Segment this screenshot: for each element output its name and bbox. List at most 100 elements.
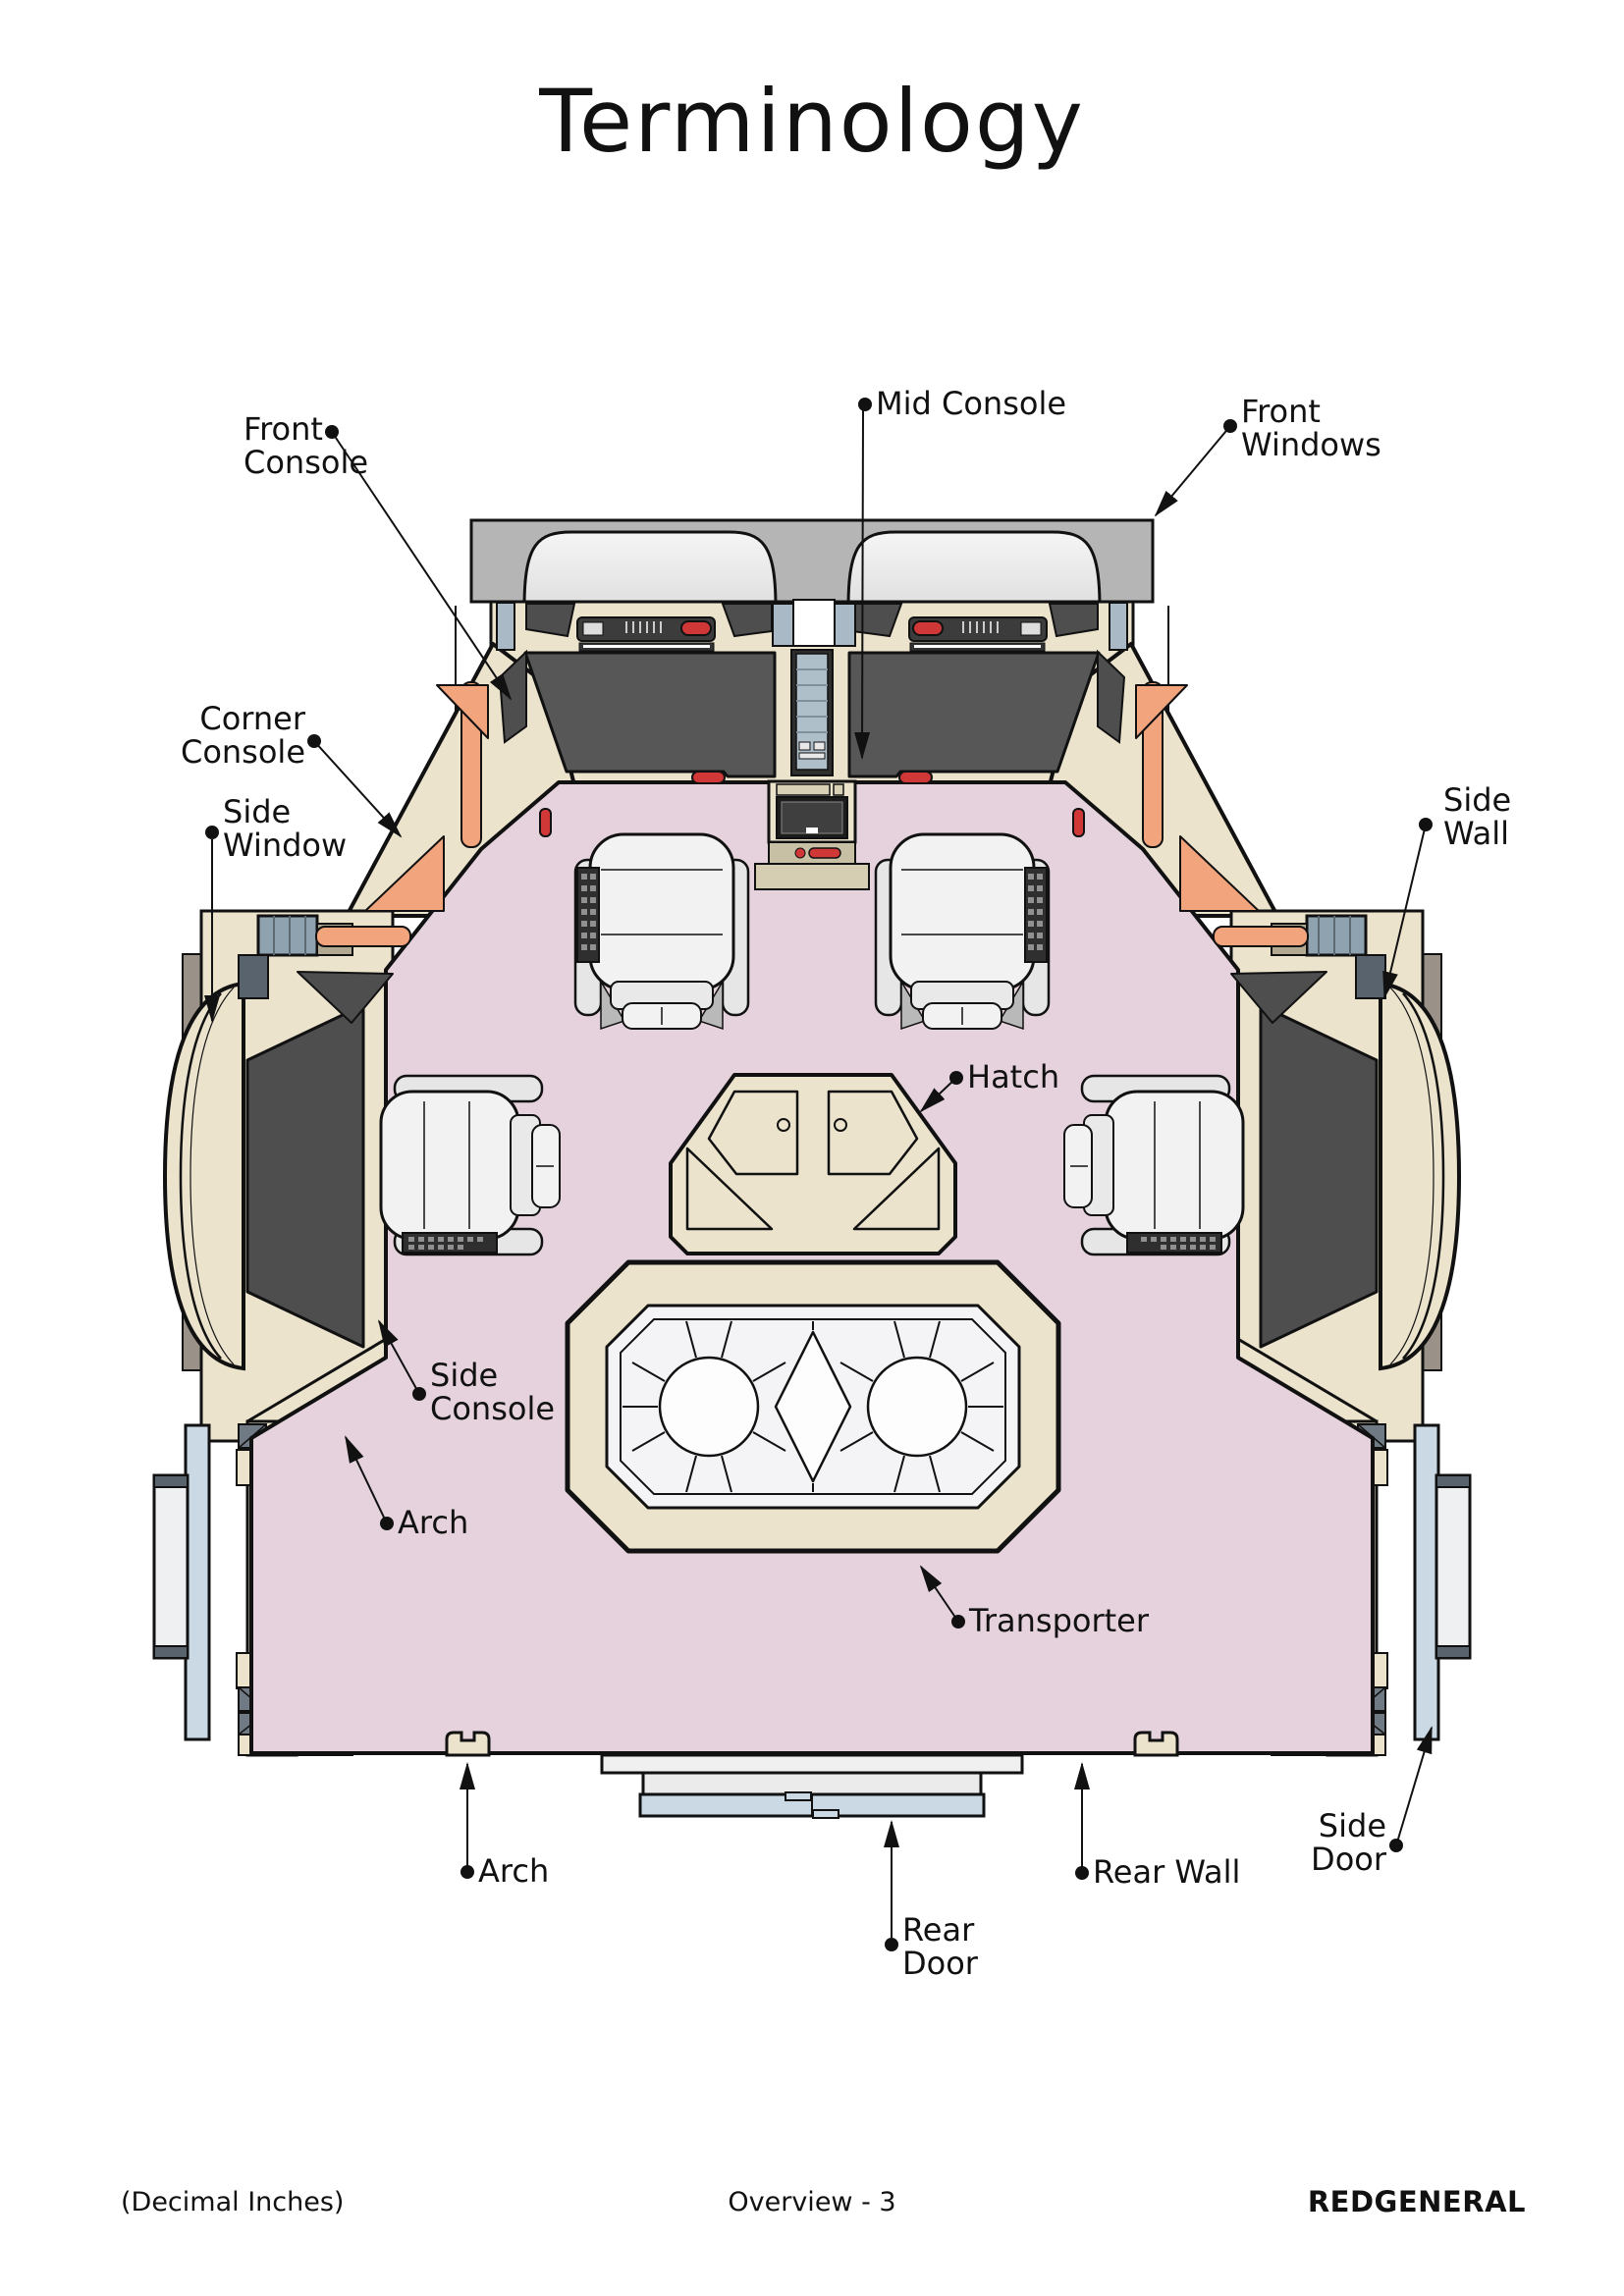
ladder-control bbox=[798, 741, 811, 751]
label-transporter: Transporter bbox=[919, 1565, 1150, 1639]
page-title: Terminology bbox=[539, 71, 1085, 172]
rear-door-tab bbox=[785, 1791, 812, 1801]
svg-text:Door: Door bbox=[1311, 1841, 1387, 1878]
svg-text:Side: Side bbox=[1319, 1807, 1386, 1844]
side-door-slab bbox=[184, 1423, 211, 1741]
furniture-left bbox=[297, 602, 777, 1757]
mid-console bbox=[754, 599, 870, 890]
rear-wall-sill bbox=[600, 1753, 1024, 1775]
svg-text:Door: Door bbox=[902, 1945, 979, 1982]
corner-console-strip-horizontal bbox=[315, 926, 411, 947]
svg-text:Rear: Rear bbox=[902, 1911, 975, 1949]
svg-text:Console: Console bbox=[181, 733, 305, 771]
side-chair bbox=[379, 1074, 561, 1256]
transporter bbox=[565, 1259, 1061, 1554]
leader-line bbox=[919, 1565, 959, 1623]
pad-grid-lines bbox=[623, 1320, 1003, 1493]
leader-line bbox=[345, 1435, 388, 1524]
leader-line bbox=[1382, 824, 1427, 999]
callouts: Front Console Mid Console Front Windows … bbox=[181, 385, 1511, 1982]
mid-console-ladder bbox=[795, 653, 829, 771]
hatch-panel-triangle bbox=[685, 1147, 774, 1231]
hatch bbox=[669, 1073, 957, 1255]
wall-wedge-panel bbox=[297, 971, 394, 1024]
leader-line bbox=[1154, 425, 1231, 517]
leader-line bbox=[919, 1077, 957, 1113]
slab-pilaster bbox=[496, 602, 515, 651]
hatch-panel bbox=[707, 1090, 799, 1176]
red-accent-pill bbox=[808, 847, 841, 859]
control-buttons bbox=[581, 874, 596, 950]
red-accent-pill bbox=[691, 771, 726, 784]
label-mid-console: Mid Console bbox=[854, 385, 1066, 760]
footer-units-note: (Decimal Inches) bbox=[121, 2187, 345, 2217]
svg-text:Transporter: Transporter bbox=[968, 1602, 1150, 1639]
red-accent-pill bbox=[680, 620, 712, 636]
pad-circle-right bbox=[866, 1356, 968, 1458]
pad-circle-left bbox=[658, 1356, 760, 1458]
ladder-control bbox=[798, 752, 826, 760]
svg-text:Front: Front bbox=[244, 410, 323, 448]
side-console-panel bbox=[245, 1003, 365, 1349]
hatch-panel-triangle bbox=[852, 1147, 941, 1231]
label-arch-upper: Arch bbox=[345, 1435, 468, 1541]
label-front-console: Front Console bbox=[244, 410, 513, 701]
mid-pilaster bbox=[772, 603, 794, 647]
ladder-control bbox=[813, 741, 826, 751]
hatch-bolt bbox=[777, 1118, 790, 1132]
ladder-segments bbox=[796, 668, 828, 733]
chair-back bbox=[379, 1090, 520, 1241]
side-window-pod bbox=[162, 981, 245, 1371]
control-key bbox=[582, 621, 604, 636]
svg-text:Side: Side bbox=[223, 793, 291, 830]
label-side-window: Side Window bbox=[204, 793, 347, 1023]
mid-window-gap bbox=[792, 599, 836, 647]
leader-line bbox=[854, 409, 871, 760]
chair-back bbox=[588, 832, 735, 991]
svg-text:Mid Console: Mid Console bbox=[876, 385, 1066, 422]
front-windows bbox=[469, 518, 1155, 620]
svg-text:Arch: Arch bbox=[398, 1504, 468, 1541]
door-pocket-cap-top bbox=[153, 1474, 189, 1488]
console-top-wedge bbox=[525, 603, 576, 638]
svg-text:Wall: Wall bbox=[1443, 815, 1509, 852]
svg-text:Windows: Windows bbox=[1241, 426, 1381, 463]
callout-dot bbox=[205, 826, 219, 839]
pad-inner-border bbox=[620, 1318, 1006, 1495]
rear-door-frame bbox=[641, 1771, 983, 1796]
footer-brand: REDGENERAL bbox=[1307, 2185, 1526, 2218]
red-indicator bbox=[794, 847, 806, 859]
hatch-bolt bbox=[834, 1118, 847, 1132]
footer-page-label: Overview - 3 bbox=[728, 2187, 896, 2217]
svg-text:Console: Console bbox=[430, 1390, 555, 1427]
arch-pilaster bbox=[256, 914, 319, 957]
corner-console-triangle bbox=[364, 835, 445, 912]
control-buttons bbox=[408, 1237, 483, 1250]
svg-text:Window: Window bbox=[223, 827, 347, 864]
rear-arch-bracket bbox=[445, 1731, 491, 1757]
svg-text:Corner: Corner bbox=[199, 700, 305, 737]
svg-text:Hatch: Hatch bbox=[967, 1058, 1059, 1095]
svg-text:Side: Side bbox=[1443, 781, 1511, 819]
label-arch-lower: Arch bbox=[460, 1762, 549, 1890]
label-side-door: Side Door bbox=[1311, 1726, 1433, 1878]
front-console-desk bbox=[523, 651, 777, 778]
svg-text:Rear Wall: Rear Wall bbox=[1093, 1853, 1240, 1891]
door-pocket-cap-bottom bbox=[153, 1645, 189, 1659]
leader-line bbox=[378, 1319, 420, 1395]
callout-dot bbox=[858, 398, 872, 411]
leader-line bbox=[1395, 1726, 1433, 1846]
label-side-wall: Side Wall bbox=[1382, 781, 1511, 999]
label-corner-console: Corner Console bbox=[181, 700, 403, 838]
rear-wall-assembly bbox=[600, 1753, 1024, 1819]
svg-text:Console: Console bbox=[244, 444, 368, 481]
side-door-pocket bbox=[152, 1473, 189, 1660]
control-ridges bbox=[625, 621, 662, 633]
corner-console-triangle-small bbox=[436, 684, 489, 739]
display-tab bbox=[806, 828, 818, 833]
side-window-glass-line2 bbox=[189, 987, 235, 1365]
svg-text:Front: Front bbox=[1241, 393, 1321, 430]
mid-pilaster bbox=[834, 603, 856, 647]
